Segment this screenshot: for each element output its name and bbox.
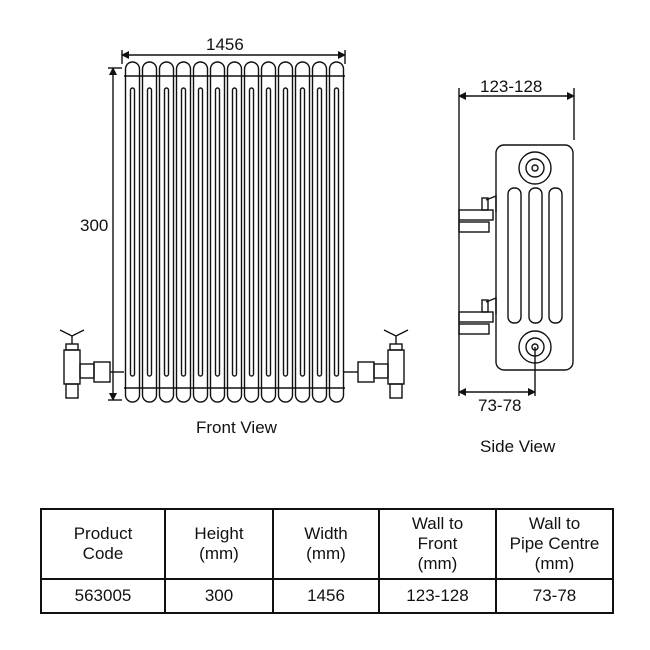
radiator-column — [226, 61, 243, 403]
radiator-column — [175, 61, 192, 403]
header-wall-to-pipe-centre: Wall to Pipe Centre (mm) — [495, 508, 614, 580]
wall-to-pipe-label: 73-78 — [478, 396, 521, 415]
cell-wall-to-front: 123-128 — [378, 578, 497, 614]
side-view — [458, 88, 575, 396]
bottom-wall-bracket — [458, 296, 497, 335]
radiator-column — [141, 61, 158, 403]
radiator-column — [277, 61, 294, 403]
width-dimension-label: 1456 — [206, 35, 244, 54]
radiator-column — [260, 61, 277, 403]
radiator-column — [328, 61, 345, 403]
right-valve — [344, 329, 409, 399]
radiator-column — [311, 61, 328, 403]
side-view-caption: Side View — [480, 437, 556, 456]
cell-width: 1456 — [272, 578, 380, 614]
cell-height: 300 — [164, 578, 274, 614]
top-wall-bracket — [458, 194, 497, 233]
header-product-code: Product Code — [40, 508, 166, 580]
front-view-caption: Front View — [196, 418, 277, 437]
header-wall-to-front: Wall to Front (mm) — [378, 508, 497, 580]
front-view — [59, 50, 409, 403]
radiator-column — [294, 61, 311, 403]
cell-wall-to-pipe-centre: 73-78 — [495, 578, 614, 614]
table-header-row: Product Code Height (mm) Width (mm) Wall… — [40, 508, 614, 580]
radiator-column — [158, 61, 175, 403]
radiator-drawing: 300 1456 — [59, 35, 575, 415]
wall-to-front-label: 123-128 — [480, 77, 542, 96]
left-valve — [59, 329, 124, 399]
radiator-column — [192, 61, 209, 403]
height-dimension-label: 300 — [80, 216, 108, 235]
radiator-column — [243, 61, 260, 403]
header-height: Height (mm) — [164, 508, 274, 580]
table-row: 563005 300 1456 123-128 73-78 — [40, 578, 614, 614]
radiator-column — [209, 61, 226, 403]
cell-product-code: 563005 — [40, 578, 166, 614]
header-width: Width (mm) — [272, 508, 380, 580]
radiator-column — [124, 61, 141, 403]
radiator-columns — [124, 61, 345, 403]
spec-table: Product Code Height (mm) Width (mm) Wall… — [40, 508, 614, 614]
